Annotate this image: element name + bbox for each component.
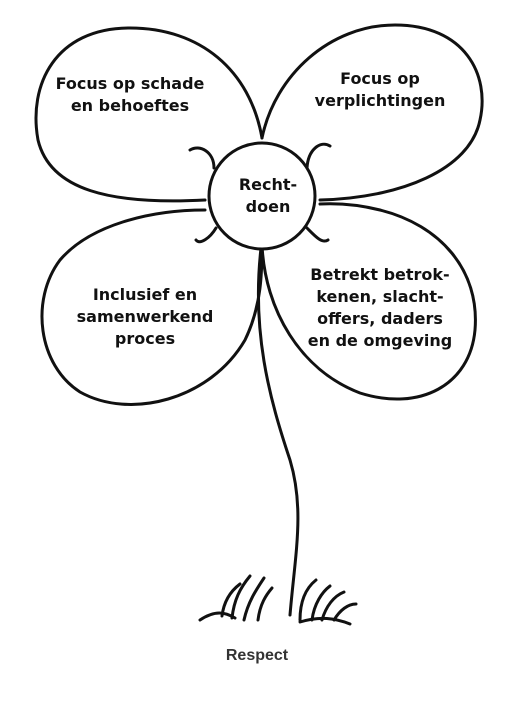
petal-bottom-left (40, 208, 264, 406)
curl-bottom-right (305, 226, 330, 243)
root-label: Respect (225, 647, 289, 664)
curl-top-left (188, 146, 216, 170)
petal-bottom-right-label: Betrekt betrok- kenen, slacht- offers, d… (307, 265, 453, 350)
grass-icon (198, 574, 358, 626)
flower-stem (256, 238, 300, 617)
petal-bottom-right (260, 202, 477, 401)
petal-top-left-label: Focus op schade en behoeftes (55, 74, 205, 115)
curl-bottom-left (194, 226, 218, 244)
center-label: Recht- doen (238, 175, 298, 216)
petal-top-right-label: Focus op verplichtingen (314, 69, 446, 110)
petal-bottom-left-label: Inclusief en samenwerkend proces (76, 285, 214, 348)
petal-top-left (34, 26, 264, 203)
curl-top-right (305, 142, 332, 170)
petal-top-right (260, 23, 484, 202)
center-circle (207, 141, 317, 251)
